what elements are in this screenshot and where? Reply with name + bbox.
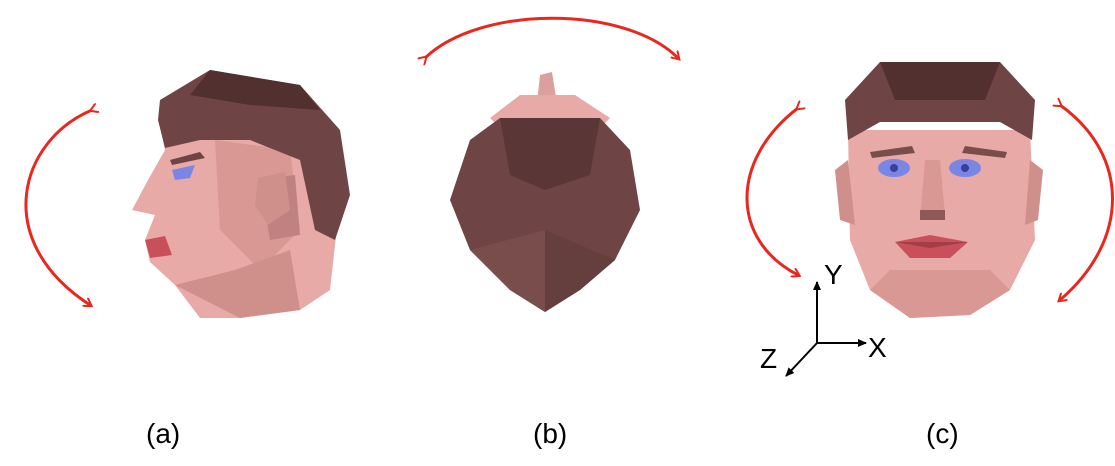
z-axis-arrow [786,343,817,376]
roll-arrow-c-left [747,108,798,275]
z-axis-label: Z [760,343,777,374]
panel-b-top-view [425,18,678,312]
pitch-arrow-a [26,110,92,305]
caption-b: (b) [533,418,567,450]
caption-c: (c) [926,418,959,450]
x-axis-label: X [868,332,887,363]
head-side-model [132,70,350,318]
head-top-model [450,72,640,312]
panel-a-side-view [26,70,350,318]
head-front-model [835,62,1043,318]
y-axis-label: Y [824,259,843,290]
yaw-arrow-b [425,18,678,58]
panel-c-front-view: Y X Z [747,62,1113,376]
caption-a: (a) [146,418,180,450]
roll-arrow-c-right [1060,105,1113,300]
